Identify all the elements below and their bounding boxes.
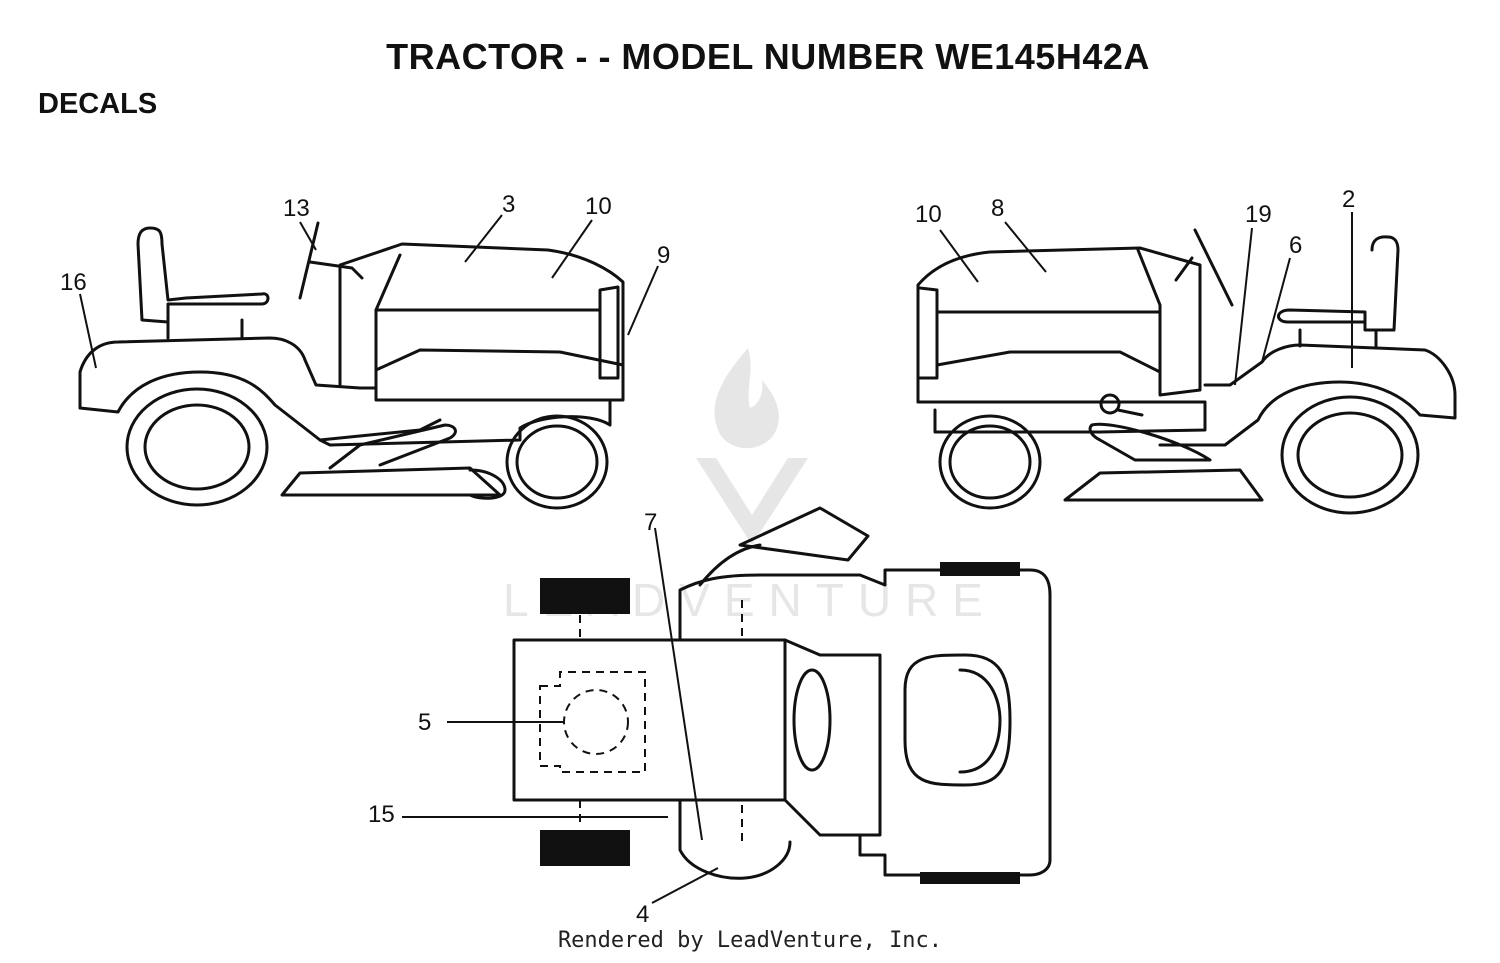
tractor-right-view: 10 8 19 2 6 [915, 186, 1457, 515]
page-title: TRACTOR - - MODEL NUMBER WE145H42A [386, 36, 1150, 77]
callout-15: 15 [368, 801, 395, 828]
callout-7: 7 [644, 509, 657, 536]
tractor-left-view: 16 13 3 10 9 [60, 191, 670, 510]
callout-9: 9 [657, 242, 670, 269]
callout-3: 3 [502, 191, 515, 218]
callout-4: 4 [636, 901, 649, 928]
callout-8: 8 [991, 195, 1004, 222]
callout-6: 6 [1289, 232, 1302, 259]
callout-13: 13 [283, 195, 310, 222]
callout-2: 2 [1342, 186, 1355, 213]
section-heading: DECALS [38, 88, 158, 120]
tractor-top-view: 7 5 15 4 [368, 506, 1052, 928]
callout-10: 10 [585, 193, 612, 220]
callout-10-right: 10 [915, 201, 942, 228]
render-credit: Rendered by LeadVenture, Inc. [557, 928, 943, 953]
callout-16: 16 [60, 269, 87, 296]
callout-19: 19 [1245, 201, 1272, 228]
callout-5: 5 [418, 709, 431, 736]
